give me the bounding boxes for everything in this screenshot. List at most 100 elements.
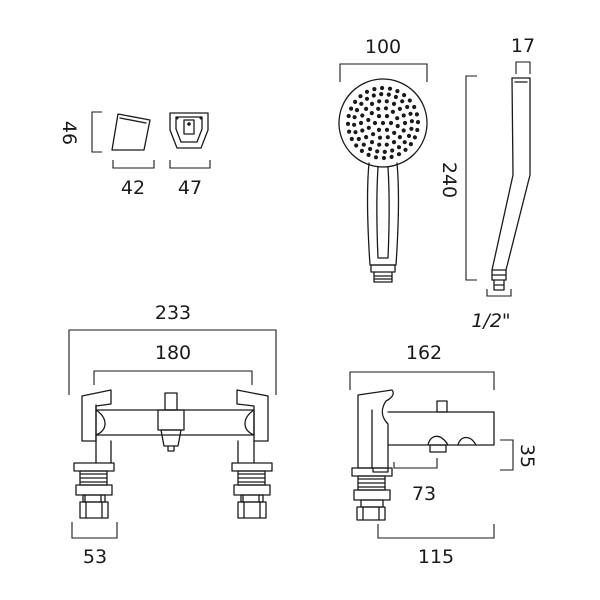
nozzle-dot — [402, 140, 407, 145]
mixer-overall-width-label: 233 — [155, 302, 191, 324]
handset-side-view — [491, 77, 531, 291]
nozzle-dot — [402, 93, 407, 98]
spray-nozzles — [345, 85, 421, 161]
mixer-body-depth-label: 115 — [418, 546, 454, 568]
nozzle-dot — [402, 120, 408, 126]
nozzle-dot — [382, 149, 387, 154]
nozzle-dot — [387, 86, 393, 91]
nozzle-dot — [395, 89, 400, 94]
nozzle-dot — [352, 115, 357, 120]
mixer-projection-label: 162 — [406, 342, 442, 364]
nozzle-dot — [377, 142, 382, 147]
holder-height-label: 46 — [58, 121, 80, 145]
nozzle-dot — [401, 113, 406, 118]
nozzle-dot — [395, 116, 400, 121]
nozzle-dot — [353, 99, 358, 104]
nozzle-dot — [396, 145, 402, 150]
nozzle-dot — [359, 101, 364, 106]
holder-side-width-label: 42 — [121, 177, 145, 199]
nozzle-dot — [361, 142, 366, 147]
nozzle-dot — [388, 120, 394, 126]
nozzle-dot — [359, 148, 364, 153]
nozzle-dot — [386, 92, 391, 97]
nozzle-dot — [372, 120, 378, 126]
nozzle-dot — [376, 114, 382, 119]
nozzle-dot — [364, 135, 369, 140]
nozzle-dot — [352, 122, 357, 127]
nozzle-dot — [364, 89, 370, 94]
nozzle-dot — [369, 101, 375, 106]
nozzle-dot — [381, 155, 386, 161]
handset-depth-dimension — [515, 61, 531, 74]
handset-head-width-dimension — [339, 63, 428, 82]
mixer-spout-reach-dimension — [393, 458, 438, 469]
holder-height-dimension — [91, 111, 102, 153]
nozzle-dot — [412, 104, 417, 110]
nozzle-dot — [389, 154, 394, 159]
nozzle-dot — [366, 117, 371, 123]
nozzle-dot — [397, 106, 402, 111]
nozzle-dot — [346, 113, 351, 119]
nozzle-dot — [377, 135, 383, 140]
mixer-side-view — [351, 389, 495, 521]
nozzle-dot — [407, 98, 412, 103]
nozzle-dot — [360, 128, 365, 133]
mixer-spout-reach-label: 73 — [412, 483, 436, 505]
nozzle-dot — [409, 126, 414, 131]
nozzle-dot — [364, 96, 370, 101]
nozzle-dot — [390, 109, 395, 114]
nozzle-dot — [349, 136, 354, 142]
mixer-projection-dimension — [349, 371, 495, 390]
holder-side-width-dimension — [112, 160, 155, 169]
nozzle-dot — [401, 128, 406, 133]
mixer-centers-dimension — [93, 370, 253, 385]
nozzle-dot — [405, 104, 410, 110]
mixer-centers-label: 180 — [155, 342, 191, 364]
nozzle-dot — [373, 155, 379, 160]
nozzle-dot — [354, 108, 360, 113]
nozzle-dot — [397, 135, 402, 140]
nozzle-dot — [372, 87, 377, 92]
nozzle-dot — [415, 127, 420, 133]
nozzle-dot — [379, 92, 384, 97]
holder-front-width-label: 47 — [178, 177, 202, 199]
nozzle-dot — [403, 147, 408, 152]
nozzle-dot — [369, 140, 375, 145]
nozzle-dot — [371, 132, 376, 137]
handset-length-label: 240 — [438, 162, 460, 198]
nozzle-dot — [376, 106, 381, 111]
nozzle-dot — [384, 114, 390, 119]
nozzle-dot — [377, 99, 382, 104]
mixer-spout-height-label: 35 — [516, 444, 538, 468]
mixer-spout-height-dimension — [500, 439, 514, 471]
nozzle-dot — [366, 125, 371, 130]
nozzle-dot — [391, 140, 397, 145]
nozzle-dot — [409, 119, 414, 124]
handset-depth-label: 17 — [511, 35, 535, 57]
mixer-front-view — [73, 389, 273, 519]
mixer-leg-width-label: 53 — [83, 546, 107, 568]
holder-front-view — [169, 112, 209, 149]
nozzle-dot — [369, 111, 374, 116]
nozzle-dot — [408, 111, 413, 116]
nozzle-dot — [376, 127, 382, 132]
nozzle-dot — [349, 106, 354, 111]
nozzle-dot — [384, 127, 390, 132]
handset-thread-label: 1/2" — [471, 310, 510, 332]
nozzle-dot — [396, 152, 402, 157]
nozzle-dot — [383, 106, 389, 111]
nozzle-dot — [345, 121, 351, 126]
nozzle-dot — [400, 99, 405, 104]
nozzle-dot — [390, 148, 395, 153]
nozzle-dot — [395, 123, 400, 129]
nozzle-dot — [408, 142, 413, 147]
nozzle-dot — [414, 112, 419, 117]
handset-thread-dimension — [486, 289, 512, 297]
mixer-overall-width-dimension — [68, 329, 277, 395]
nozzle-dot — [371, 93, 376, 98]
nozzle-dot — [415, 120, 421, 125]
nozzle-dot — [364, 106, 369, 111]
nozzle-dot — [366, 152, 371, 157]
nozzle-dot — [358, 94, 363, 99]
nozzle-dot — [392, 130, 397, 135]
